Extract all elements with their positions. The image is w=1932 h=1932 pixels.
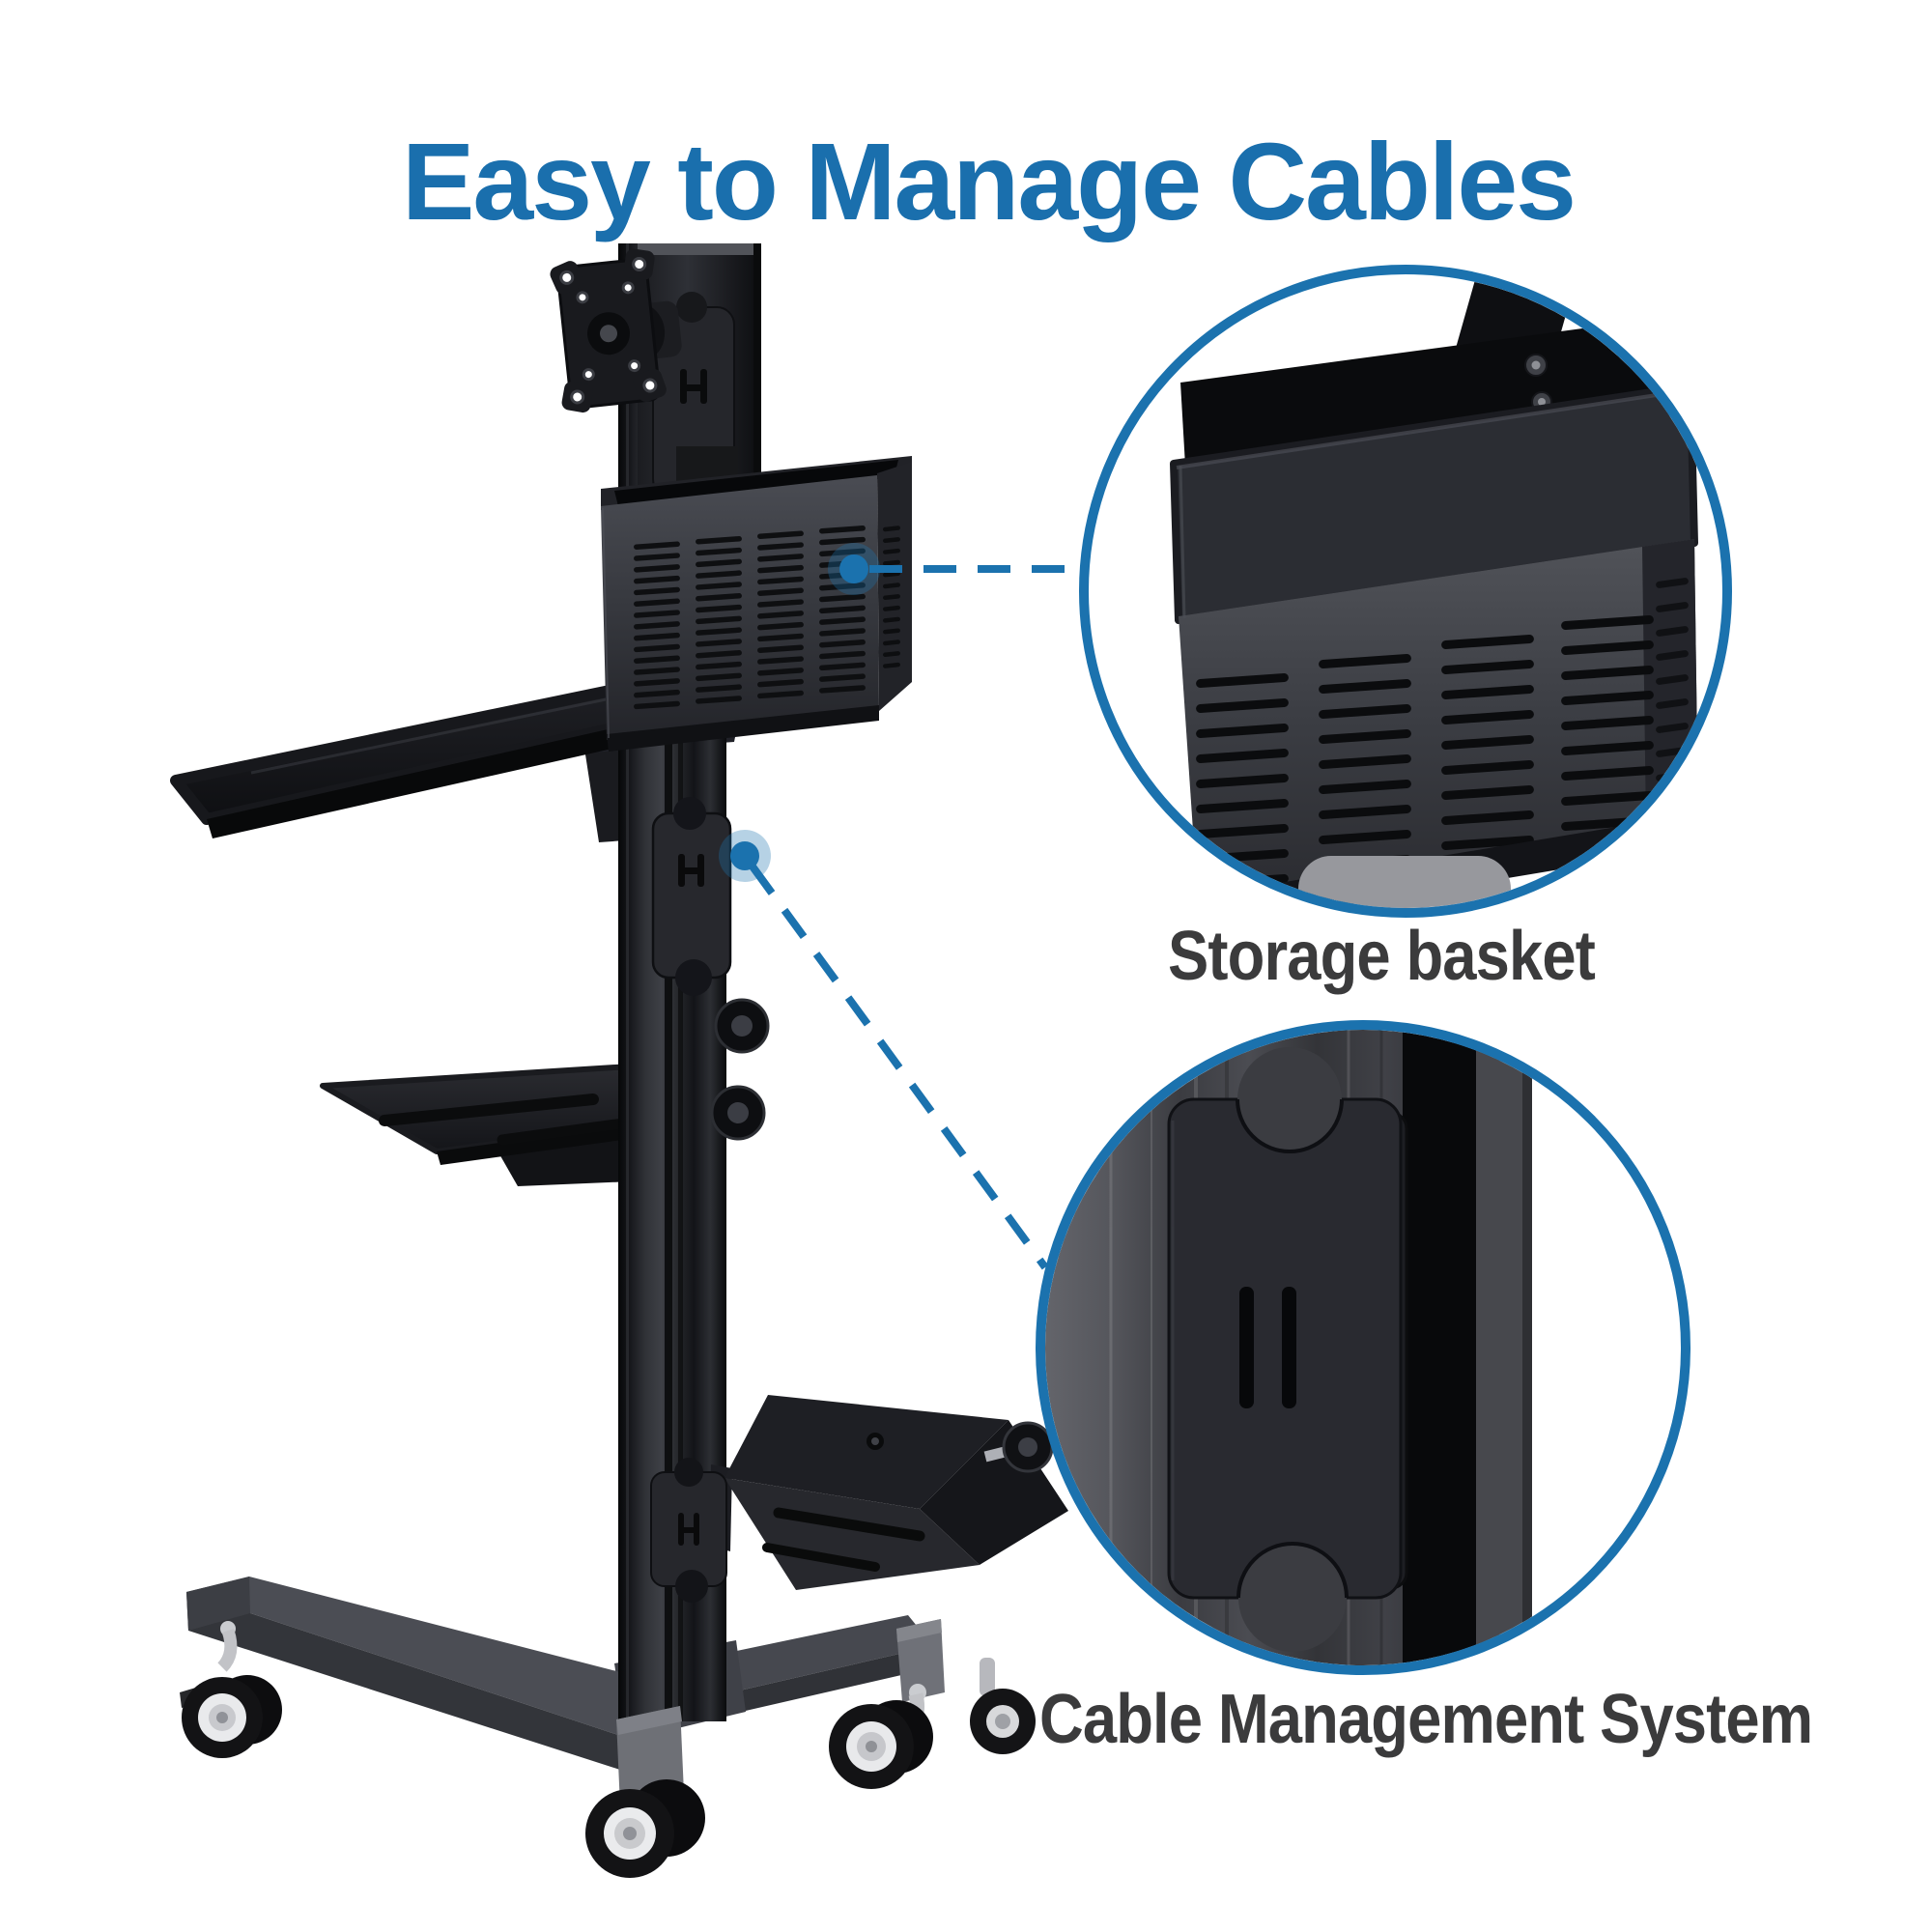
storage-basket [601, 446, 912, 752]
pc-holder [709, 1395, 1068, 1590]
basket-vents [634, 526, 866, 710]
cable-cover-bottom [650, 1458, 727, 1603]
callout-circle-cable-management [1036, 1020, 1690, 1675]
basket-vents-side [883, 526, 900, 668]
cable-cover-mid [651, 797, 732, 996]
callout-circle-storage-basket [1079, 265, 1732, 918]
callout-dot-storage-basket [828, 543, 880, 595]
page-title: Easy to Manage Cables [401, 120, 1577, 242]
caster-wheel-left [180, 1621, 282, 1758]
storage-basket-label: Storage basket [1168, 918, 1596, 995]
cart-illustration [170, 243, 1068, 1878]
leader-line-cable-cover [749, 864, 1049, 1270]
callout-dot-cable-cover [719, 830, 771, 882]
caster-wheel-rear [970, 1658, 1036, 1754]
caster-wheel-right [829, 1684, 933, 1789]
cable-slot-icon [1239, 1287, 1296, 1408]
caster-wheel-front [585, 1706, 705, 1878]
cable-slot-icon [678, 854, 704, 887]
adjustment-knobs [710, 998, 770, 1141]
cable-management-label: Cable Management System [1039, 1681, 1813, 1758]
monitor-vesa-mount [550, 248, 682, 413]
cable-slot-icon [680, 369, 707, 404]
cable-slot-icon [678, 1513, 699, 1546]
cart-base [180, 1577, 1036, 1789]
